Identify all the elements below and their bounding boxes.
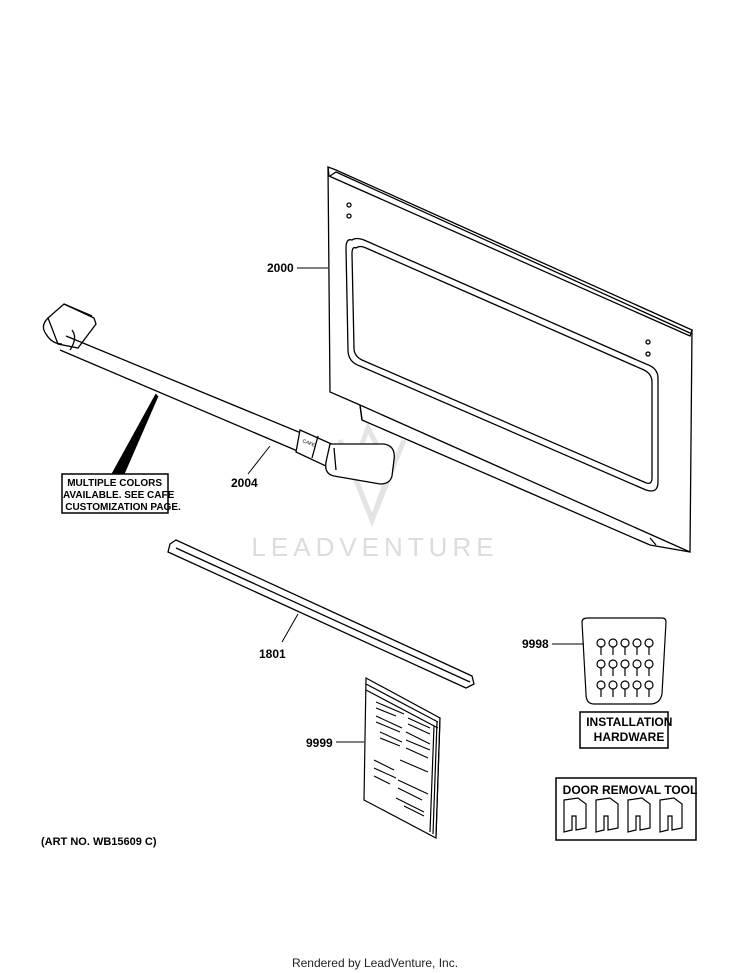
handle-brand-text: CAFE bbox=[301, 438, 316, 449]
note-line-2: AVAILABLE. SEE CAFE bbox=[63, 490, 175, 501]
trim-leader-line bbox=[281, 613, 299, 643]
installation-hardware-label: INSTALLATION HARDWARE bbox=[586, 715, 676, 744]
hardware-bag[interactable] bbox=[581, 617, 667, 705]
hardware-part-number[interactable]: 9998 bbox=[522, 637, 549, 651]
removal-tool-icon bbox=[595, 797, 619, 833]
removal-tool-icon bbox=[659, 797, 683, 833]
art-number: (ART NO. WB15609 C) bbox=[41, 836, 157, 848]
screw-icons bbox=[596, 638, 654, 690]
manual-text-lines bbox=[373, 701, 431, 817]
footer-credit: Rendered by LeadVenture, Inc. bbox=[291, 956, 459, 970]
note-leader-arrow bbox=[111, 393, 159, 475]
note-line-1: MULTIPLE COLORS bbox=[67, 478, 162, 489]
note-line-3: CUSTOMIZATION PAGE. bbox=[65, 502, 181, 513]
removal-tool-icon bbox=[563, 797, 587, 833]
installation-line-2: HARDWARE bbox=[594, 730, 665, 744]
owners-manual[interactable] bbox=[363, 677, 441, 839]
trim-part-number[interactable]: 1801 bbox=[259, 647, 286, 661]
watermark-text: LEADVENTURE bbox=[251, 532, 498, 562]
installation-hardware-box bbox=[579, 711, 669, 749]
door-part-number[interactable]: 2000 bbox=[267, 261, 294, 275]
door-panel[interactable] bbox=[327, 166, 693, 553]
handle-part-number[interactable]: 2004 bbox=[231, 476, 258, 490]
door-removal-tool-label: DOOR REMOVAL TOOL bbox=[563, 783, 698, 797]
installation-line-1: INSTALLATION bbox=[586, 715, 672, 729]
handle[interactable]: CAFE bbox=[42, 303, 395, 485]
multiple-colors-note: MULTIPLE COLORS AVAILABLE. SEE CAFE CUST… bbox=[63, 478, 181, 513]
removal-tool-icon bbox=[627, 797, 651, 833]
handle-leader-line bbox=[247, 445, 271, 475]
trim-strip[interactable] bbox=[167, 539, 475, 689]
multiple-colors-note-box bbox=[61, 473, 169, 514]
manual-part-number[interactable]: 9999 bbox=[306, 736, 333, 750]
door-removal-tool-icons bbox=[563, 797, 683, 833]
